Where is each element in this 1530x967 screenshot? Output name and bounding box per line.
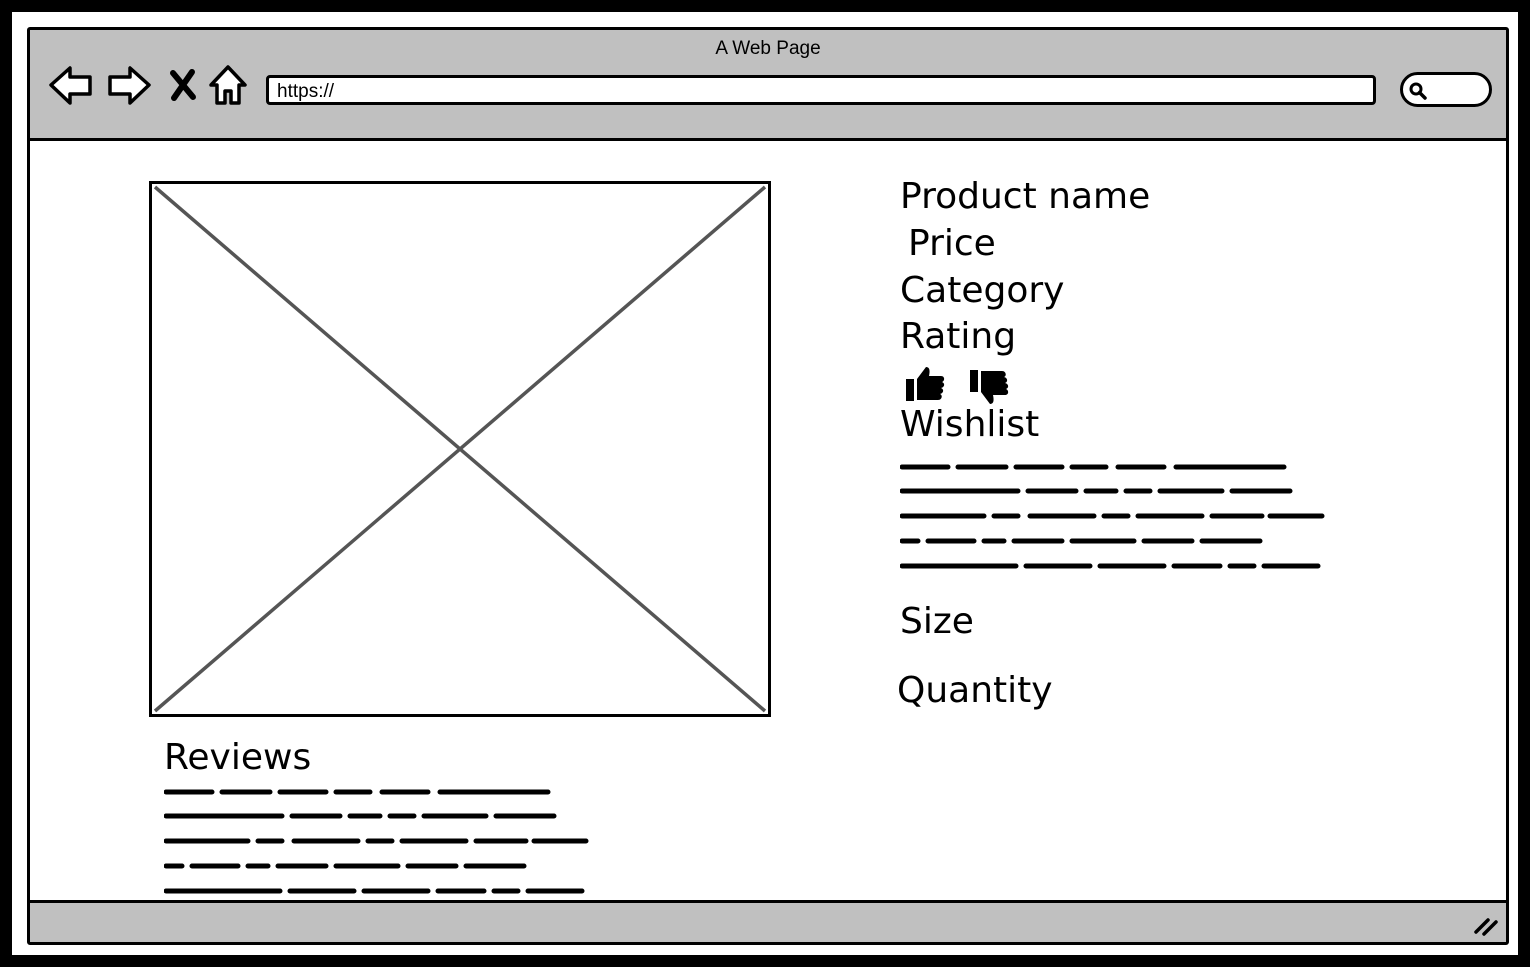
arrow-left-icon[interactable]: [48, 63, 94, 109]
reviews-text-scribble: [164, 789, 589, 894]
thumbs-down-icon[interactable]: [968, 368, 1010, 406]
product-description-scribble: [900, 464, 1325, 569]
browser-toolbar: A Web Page https://: [30, 30, 1506, 141]
size-label: Size: [900, 601, 974, 642]
url-text: https://: [277, 81, 335, 102]
product-name-label: Product name: [900, 176, 1151, 217]
status-bar: [30, 900, 1506, 942]
rating-label: Rating: [900, 316, 1017, 357]
reviews-title: Reviews: [164, 737, 312, 778]
browser-window: A Web Page https:// Pr: [27, 27, 1509, 945]
window-title: A Web Page: [715, 38, 821, 59]
home-icon[interactable]: [208, 63, 248, 109]
address-bar[interactable]: https://: [266, 75, 1376, 105]
resize-grip-icon[interactable]: [1472, 910, 1500, 938]
close-icon[interactable]: [166, 63, 200, 109]
wishlist-label[interactable]: Wishlist: [900, 404, 1040, 445]
price-label: Price: [908, 223, 996, 264]
category-label: Category: [900, 270, 1065, 311]
arrow-right-icon[interactable]: [106, 63, 152, 109]
product-image-placeholder: [149, 181, 771, 717]
thumbs-up-icon[interactable]: [904, 365, 946, 403]
search-input[interactable]: [1400, 72, 1492, 107]
search-icon: [1409, 82, 1427, 100]
quantity-label: Quantity: [897, 670, 1053, 711]
